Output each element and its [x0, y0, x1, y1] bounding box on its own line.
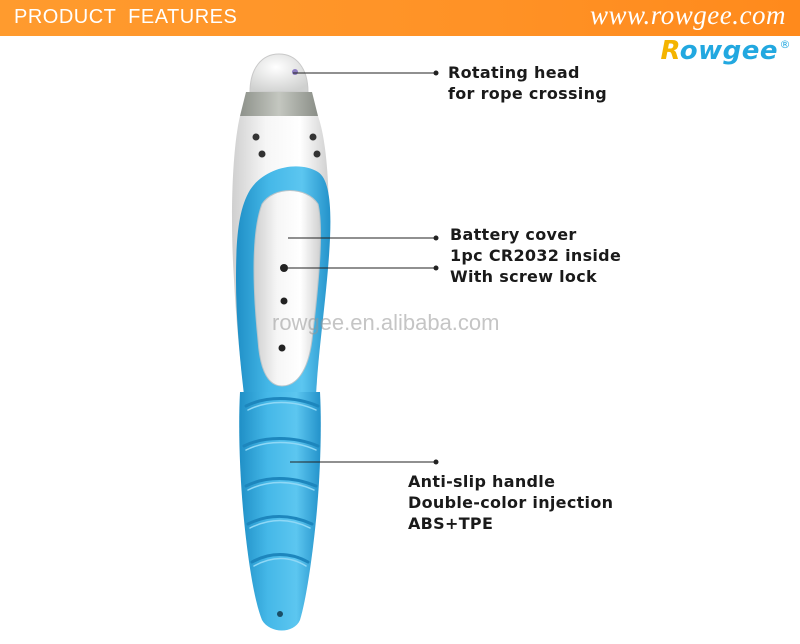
callout-head-line: for rope crossing: [448, 84, 608, 103]
callout-handle: Anti-slip handle Double-color injection …: [408, 471, 613, 534]
lanyard-hole: [277, 611, 283, 617]
head-hole: [292, 69, 298, 75]
callout-head-line: Rotating head: [448, 63, 580, 82]
banner-url[interactable]: www.rowgee.com: [590, 0, 786, 30]
body-hole: [309, 133, 317, 141]
callout-handle-line: Double-color injection: [408, 493, 614, 512]
callout-battery-line: Battery cover: [450, 225, 577, 244]
head-ring: [240, 92, 318, 116]
callout-handle-line: ABS+TPE: [408, 514, 494, 533]
logo-first-letter: R: [660, 36, 680, 66]
indicator-hole: [280, 297, 288, 305]
handle-grip: [239, 392, 321, 631]
header-banner: PRODUCT FEATURES www.rowgee.com: [0, 0, 800, 36]
callout-head: Rotating head for rope crossing: [448, 62, 607, 104]
indicator-hole: [278, 344, 286, 352]
callout-handle-line: Anti-slip handle: [408, 472, 556, 491]
callout-dot: [433, 265, 439, 271]
registered-mark: ®: [779, 38, 791, 51]
battery-cover: [253, 190, 321, 387]
rotating-head-cap: [249, 53, 309, 93]
callout-battery-line: With screw lock: [450, 267, 597, 286]
screw-hole: [280, 264, 288, 272]
callout-lines: [288, 72, 436, 463]
body-hole: [252, 133, 260, 141]
banner-title: PRODUCT FEATURES: [14, 6, 238, 28]
callout-battery: Battery cover 1pc CR2032 inside With scr…: [450, 224, 621, 287]
callout-dot: [433, 459, 439, 465]
logo-rest: owgee: [679, 36, 778, 66]
watermark: rowgee.en.alibaba.com: [272, 310, 500, 335]
grip-ridges: [242, 397, 320, 564]
brand-logo: Rowgee®: [660, 36, 791, 66]
body-hole: [258, 150, 266, 158]
callout-dot: [433, 235, 439, 241]
callout-battery-line: 1pc CR2032 inside: [450, 246, 622, 265]
callout-dot: [433, 70, 439, 76]
body-hole: [313, 150, 321, 158]
